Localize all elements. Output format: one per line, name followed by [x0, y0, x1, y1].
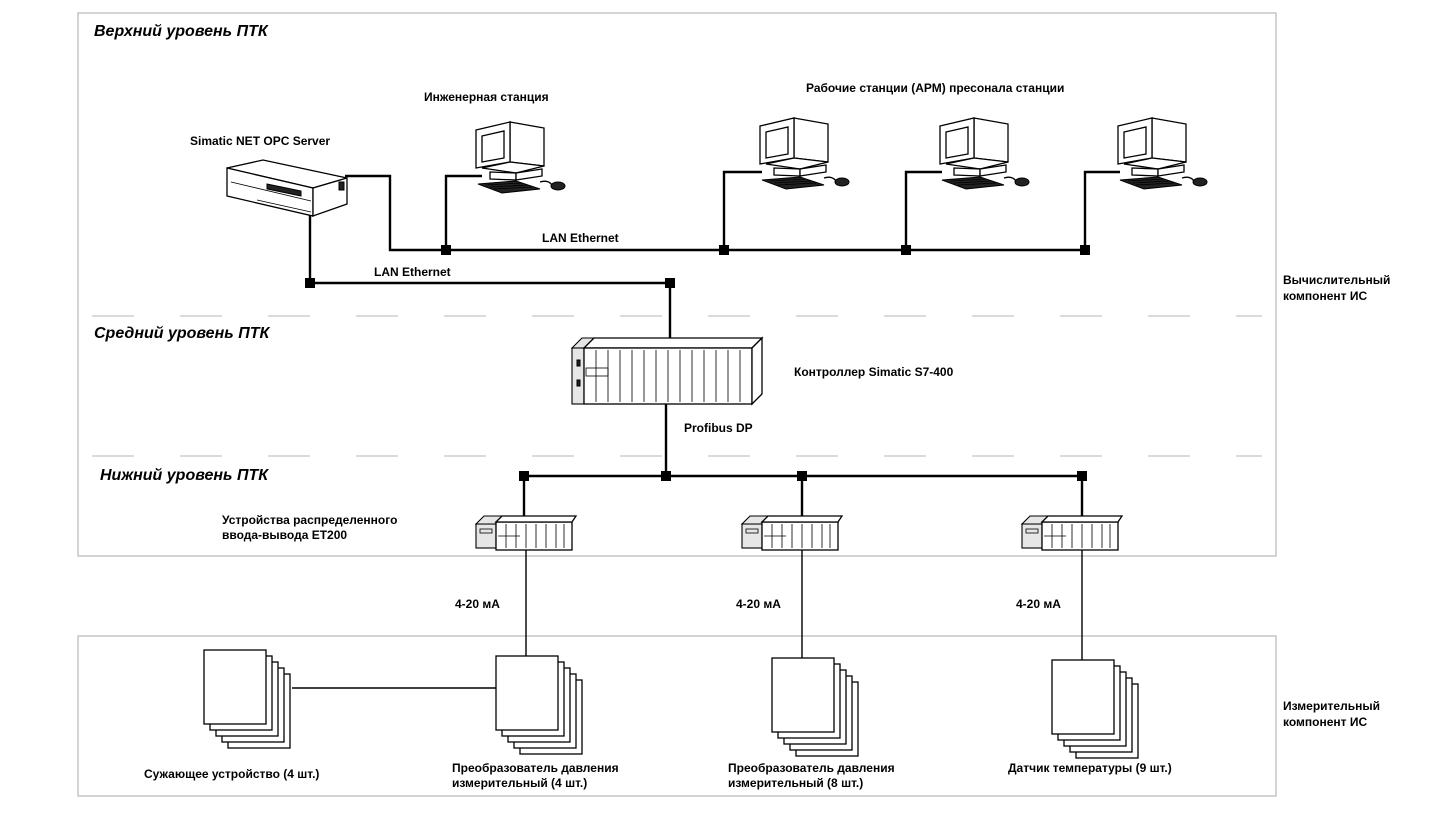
instrument-stack-icon-orifice — [203, 649, 291, 749]
temperature-sensor-label: Датчик температуры (9 шт.) — [1008, 761, 1172, 775]
workstation-icon-3 — [1117, 117, 1208, 190]
lan-top-node-4 — [1080, 245, 1090, 255]
lan-mid-node-server — [305, 278, 315, 288]
io-module-icon-3 — [1021, 515, 1123, 551]
plc-rack-icon — [570, 336, 764, 406]
computing-component-label-line2: компонент ИС — [1283, 289, 1367, 303]
instrument-stack-icon-pressure-1 — [495, 655, 583, 755]
computing-component-label: Вычислительный компонент ИС — [1283, 273, 1394, 303]
measuring-component-label-line2: компонент ИС — [1283, 715, 1367, 729]
engineering-station-icon — [475, 121, 566, 194]
level-middle-title: Средний уровень ПТК — [94, 325, 270, 342]
pressure-transmitter-2-label-line2: измерительный (8 шт.) — [728, 776, 863, 790]
lan-ethernet-mid-label: LAN Ethernet — [374, 265, 451, 279]
et200-label-line2: ввода-вывода ET200 — [222, 528, 347, 542]
level-upper-title: Верхний уровень ПТК — [94, 23, 269, 40]
signal-label-1: 4-20 мА — [455, 597, 500, 611]
instrument-stack-icon-temperature — [1051, 659, 1139, 759]
lan-top-node-1 — [441, 245, 451, 255]
lan-ethernet-top-label: LAN Ethernet — [542, 231, 619, 245]
pressure-transmitter-2-label-line1: Преобразователь давления — [728, 761, 895, 775]
orifice-label: Сужающее устройство (4 шт.) — [144, 767, 319, 781]
workstation-icon-2 — [939, 117, 1030, 190]
lan-ethernet-top-bus — [345, 174, 1085, 252]
pressure-transmitter-2-label: Преобразователь давления измерительный (… — [728, 761, 898, 790]
profibus-node-controller — [661, 471, 671, 481]
measuring-component-label-line1: Измерительный — [1283, 699, 1380, 713]
measuring-component-label: Измерительный компонент ИС — [1283, 699, 1383, 729]
controller-label: Контроллер Simatic S7-400 — [794, 365, 954, 379]
lan-top-node-2 — [719, 245, 729, 255]
lan-mid-node-controller — [665, 278, 675, 288]
server-icon — [226, 159, 348, 217]
profibus-label: Profibus DP — [684, 421, 753, 435]
et200-label: Устройства распределенного ввода-вывода … — [222, 513, 401, 542]
pressure-transmitter-1-label: Преобразователь давления измерительный (… — [452, 761, 622, 790]
io-module-icon-2 — [741, 515, 843, 551]
workstation-2-drop — [904, 170, 942, 250]
workstation-icon-1 — [759, 117, 850, 190]
engineering-station-drop — [444, 174, 482, 250]
computing-component-frame — [77, 12, 1277, 557]
pressure-transmitter-1-label-line1: Преобразователь давления — [452, 761, 619, 775]
measuring-component-frame — [77, 635, 1277, 797]
level-lower-title: Нижний уровень ПТК — [100, 467, 269, 484]
lan-ethernet-middle-bus — [308, 212, 672, 340]
pressure-transmitter-1-label-line2: измерительный (4 шт.) — [452, 776, 587, 790]
computing-component-label-line1: Вычислительный — [1283, 273, 1390, 287]
opc-server-label: Simatic NET OPC Server — [190, 134, 330, 148]
signal-label-3: 4-20 мА — [1016, 597, 1061, 611]
instrument-stack-icon-pressure-2 — [771, 657, 859, 757]
et200-label-line1: Устройства распределенного — [222, 513, 397, 527]
workstations-label: Рабочие станции (АРМ) пресонала станции — [806, 81, 1064, 95]
lan-top-node-3 — [901, 245, 911, 255]
workstation-3-drop — [1083, 170, 1120, 250]
signal-label-2: 4-20 мА — [736, 597, 781, 611]
workstation-1-drop — [722, 170, 762, 250]
io-module-icon-1 — [475, 515, 577, 551]
engineering-station-label: Инженерная станция — [424, 90, 549, 104]
